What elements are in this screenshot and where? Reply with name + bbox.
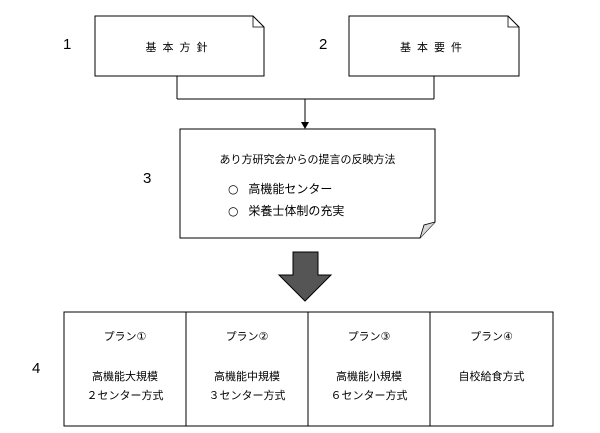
bullet-circle-icon: ○ [228,182,239,196]
step-number-1: 1 [63,36,72,53]
down-arrow-icon [277,251,333,302]
proposal-item-text: 栄養士体制の充実 [248,204,345,218]
plan-title: プラン③ [347,330,391,343]
requirement-label: 基本要件 [400,41,468,54]
proposal-title: あり方研究会からの提言の反映方法 [219,153,396,166]
requirement-box-fold [507,16,519,28]
plan-line-1: 高機能大規模 [92,370,158,383]
proposal-item-1: ○ 高機能センター [228,180,332,197]
plan-line-2: ６センター方式 [330,389,408,402]
requirement-box-shape [348,15,520,77]
plan-line-2: ３センター方式 [208,389,286,402]
plan-title: プラン④ [470,330,513,343]
plan-cell-3: プラン③ 高機能小規模 ６センター方式 [308,312,430,426]
proposal-item-2: ○ 栄養士体制の充実 [228,202,344,219]
policy-label: 基本方針 [145,41,214,54]
arrowhead-icon [301,122,309,129]
step-number-3: 3 [143,170,152,187]
plan-title: プラン① [103,330,147,343]
plan-line-1: 高機能中規模 [214,370,280,383]
proposal-box-fold [419,221,436,239]
plan-line-1: 高機能小規模 [336,370,402,383]
plan-title: プラン② [225,330,269,343]
plan-line-2: ２センター方式 [86,389,164,402]
plan-line-1: 自校給食方式 [458,370,525,383]
proposal-item-text: 高機能センター [248,182,333,196]
policy-box-shape [94,15,265,77]
plan-cell-4: プラン④ 自校給食方式 [430,312,553,426]
bullet-circle-icon: ○ [228,204,239,218]
plan-cell-2: プラン② 高機能中規模 ３センター方式 [186,312,308,426]
plan-cell-1: プラン① 高機能大規模 ２センター方式 [64,312,186,426]
step-number-4: 4 [32,360,41,377]
policy-box-fold [252,16,264,28]
step-number-2: 2 [319,36,328,53]
